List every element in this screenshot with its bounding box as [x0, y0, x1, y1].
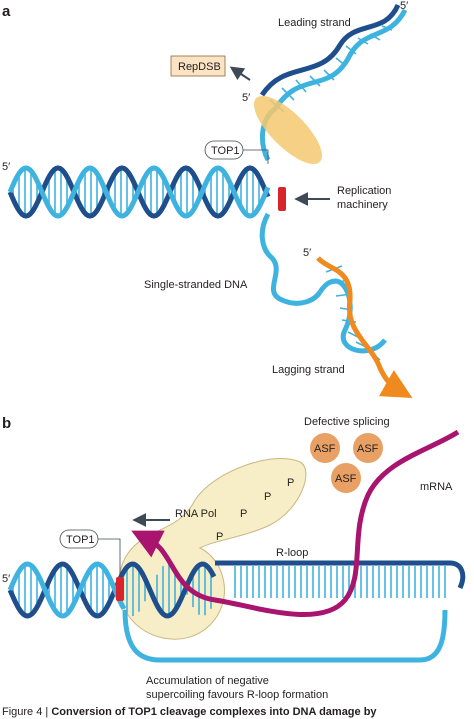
top1-label-b: TOP1 — [66, 534, 95, 546]
replication-label-2: machinery — [337, 199, 388, 211]
p-label-1: P — [287, 477, 294, 489]
rna-polymerase — [118, 458, 307, 640]
prime-5-enzyme: 5′ — [242, 92, 250, 104]
repdsb-arrow — [229, 66, 251, 81]
panel-a-letter: a — [2, 3, 11, 20]
r-loop-bottom-strand — [122, 609, 448, 663]
repdsb-label: RepDSB — [178, 61, 221, 73]
panel-b-letter: b — [2, 415, 11, 432]
accumulation-label-1: Accumulation of negative — [146, 675, 269, 687]
rna-pol-label: RNA Pol — [175, 508, 217, 520]
panel-b-helix-rungs — [12, 564, 212, 616]
r-loop-top-strand — [215, 560, 466, 590]
caption-bold: Conversion of TOP1 cleavage complexes in… — [51, 706, 377, 718]
cleavage-enzyme — [253, 95, 323, 165]
mrna-strand — [131, 429, 460, 617]
lagging-strand-orange — [316, 256, 413, 398]
leading-strand-label: Leading strand — [278, 17, 351, 29]
defective-splicing-label: Defective splicing — [304, 416, 390, 428]
asf-circle-2 — [353, 433, 383, 463]
r-loop-label: R-loop — [276, 547, 308, 559]
repdsb-box — [170, 55, 226, 77]
leading-strand-light — [273, 8, 408, 110]
main-helix-light-strand — [7, 165, 271, 219]
top1-leader-b — [98, 538, 121, 575]
r-loop-rungs — [234, 566, 446, 598]
lagging-strand-label: Lagging strand — [272, 364, 345, 376]
replication-block — [278, 187, 286, 211]
p-label-4: P — [216, 531, 223, 543]
asf-label-3: ASF — [335, 473, 357, 485]
prime-5-lagging: 5′ — [303, 247, 311, 259]
asf-label-1: ASF — [314, 443, 336, 455]
asf-circle-3 — [331, 463, 361, 493]
prime-5-top: 5′ — [400, 0, 408, 12]
caption-prefix: Figure 4 | — [2, 706, 52, 718]
leading-strand-dark — [259, 3, 401, 97]
leading-strand-rungs — [269, 25, 393, 113]
asf-circle-1 — [310, 433, 340, 463]
replication-label-1: Replication — [337, 185, 391, 197]
asf-label-2: ASF — [357, 443, 379, 455]
prime-5-left: 5′ — [2, 161, 10, 173]
p-label-3: P — [240, 508, 247, 520]
single-stranded-dna — [259, 212, 323, 306]
p-label-2: P — [264, 491, 271, 503]
prime-5-b: 5′ — [2, 573, 10, 585]
lagging-strand-light — [317, 278, 387, 354]
accumulation-label-2: supercoiling favours R-loop formation — [146, 689, 328, 701]
figure-caption: Figure 4 | Conversion of TOP1 cleavage c… — [2, 706, 474, 719]
top1-label-a: TOP1 — [211, 145, 240, 157]
top1-leader-a — [243, 149, 269, 164]
mrna-label: mRNA — [420, 481, 453, 493]
panel-b-light-strand — [7, 561, 127, 619]
top1-block-b — [116, 577, 124, 601]
single-stranded-label: Single-stranded DNA — [144, 279, 248, 291]
